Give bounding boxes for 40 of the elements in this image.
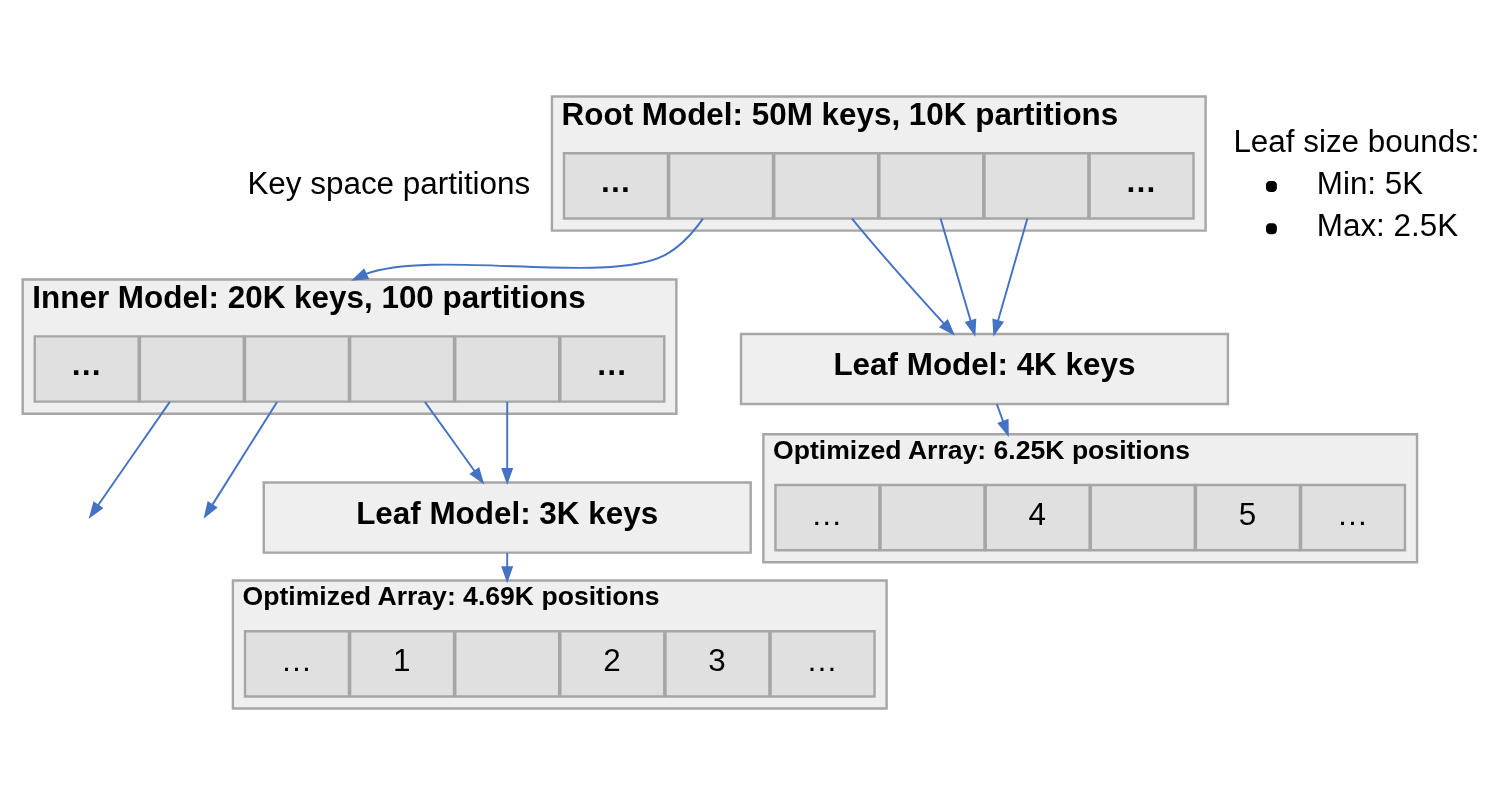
node-box: Leaf Model: 3K keys xyxy=(262,480,752,554)
node-box: 3 xyxy=(664,629,771,698)
node-box: … xyxy=(33,334,140,403)
node-box: … xyxy=(559,334,666,403)
arrow xyxy=(423,400,485,485)
arrow xyxy=(992,217,1029,337)
node-box: 5 xyxy=(1194,483,1302,551)
node-box: 2 xyxy=(559,629,666,698)
node-box xyxy=(878,151,985,220)
label: Leaf size bounds: xyxy=(1233,123,1480,159)
label: Key space partitions xyxy=(247,165,531,201)
arrow xyxy=(939,217,977,337)
arrow xyxy=(850,217,955,336)
arrow xyxy=(88,400,171,519)
node-box xyxy=(454,629,561,698)
node-box: … xyxy=(1299,483,1407,551)
node-box xyxy=(879,483,986,551)
arrow xyxy=(203,400,278,519)
node-box: … xyxy=(774,483,881,551)
node-box: Leaf Model: 4K keys xyxy=(739,332,1230,405)
node-box xyxy=(773,151,880,220)
arrow xyxy=(501,400,514,485)
node-box xyxy=(138,334,245,403)
arrow xyxy=(995,402,1009,437)
node-box: … xyxy=(769,629,876,698)
node-box: … xyxy=(243,629,351,698)
label: Min: 5K xyxy=(1316,165,1424,201)
node-box: 1 xyxy=(348,629,456,698)
node-box: … xyxy=(1088,151,1195,220)
node-box xyxy=(348,334,456,403)
arrow xyxy=(351,217,704,281)
node-box xyxy=(1089,483,1196,551)
arrow xyxy=(501,551,514,583)
node-box xyxy=(667,151,775,220)
label: Max: 2.5K xyxy=(1316,207,1459,243)
node-box xyxy=(454,334,561,403)
node-box: … xyxy=(562,151,670,220)
node-box xyxy=(983,151,1090,220)
node-box xyxy=(243,334,351,403)
node-box: 4 xyxy=(984,483,1091,551)
